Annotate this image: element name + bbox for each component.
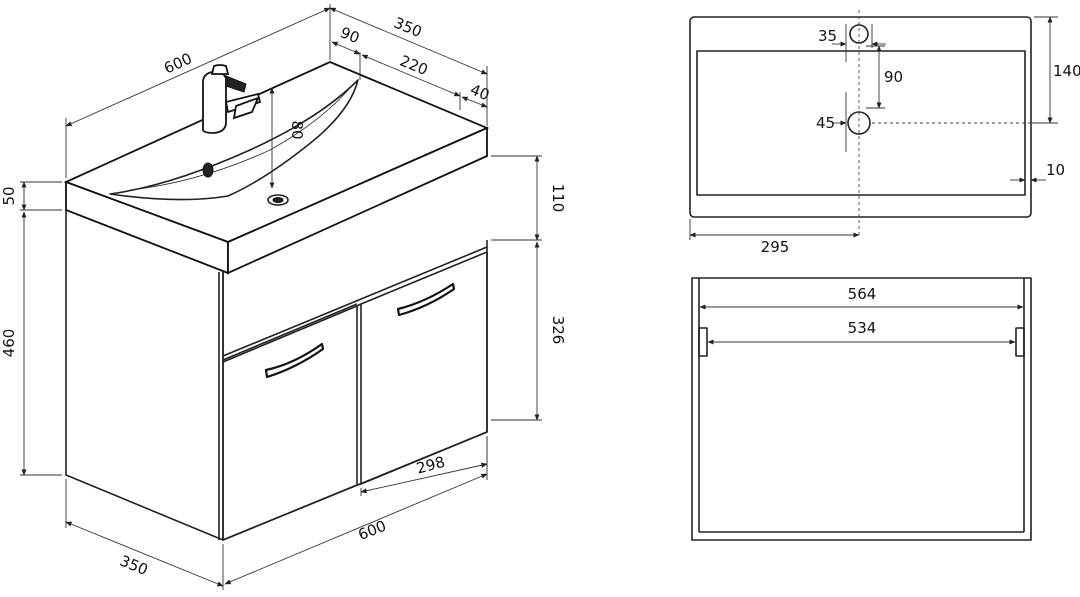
dim-base-depth: 350 <box>117 552 150 579</box>
top-view-outline <box>689 16 1032 218</box>
drawer-seam <box>222 246 488 357</box>
dim-top-band-height: 110 <box>549 184 567 213</box>
top-view: 35 90 45 140 10 295 <box>689 10 1080 256</box>
dim-hole-spacing: 90 <box>884 68 903 86</box>
dim-top-width: 600 <box>161 49 194 77</box>
dim-inner-width: 534 <box>848 319 877 337</box>
left-door <box>222 305 358 541</box>
left-door-handle <box>264 342 325 379</box>
dim-top-depth: 350 <box>391 14 424 41</box>
dim-door-height: 326 <box>549 316 567 345</box>
dim-drain-hole: 45 <box>816 114 835 132</box>
dim-total-depth: 140 <box>1053 62 1080 80</box>
drain <box>267 194 289 206</box>
front-view-outline <box>691 277 1032 541</box>
right-door <box>360 251 488 485</box>
front-view: 564 534 <box>691 277 1032 541</box>
dim-base-width: 600 <box>355 517 388 544</box>
dim-center-offset: 295 <box>761 238 790 256</box>
dim-faucet-offset: 90 <box>338 23 362 47</box>
overflow-hole <box>202 162 214 178</box>
dim-faucet-hole: 35 <box>818 27 837 45</box>
dim-outer-width: 564 <box>848 285 877 303</box>
dim-counter-thickness: 50 <box>0 186 18 205</box>
dim-edge-margin: 10 <box>1046 161 1065 179</box>
dim-basin-depth: 220 <box>397 52 430 79</box>
dim-rear-margin: 40 <box>468 80 492 104</box>
iso-cabinet: 600 350 90 220 40 80 50 460 110 326 <box>0 4 567 590</box>
basin-bowl <box>109 79 359 201</box>
dim-body-height: 460 <box>0 329 18 358</box>
countertop-front-face <box>227 126 488 275</box>
dim-bowl-depth: 80 <box>288 120 306 139</box>
left-bracket <box>698 327 708 357</box>
right-door-handle <box>396 282 456 317</box>
right-bracket <box>1015 327 1025 357</box>
cabinet-front <box>222 240 488 541</box>
